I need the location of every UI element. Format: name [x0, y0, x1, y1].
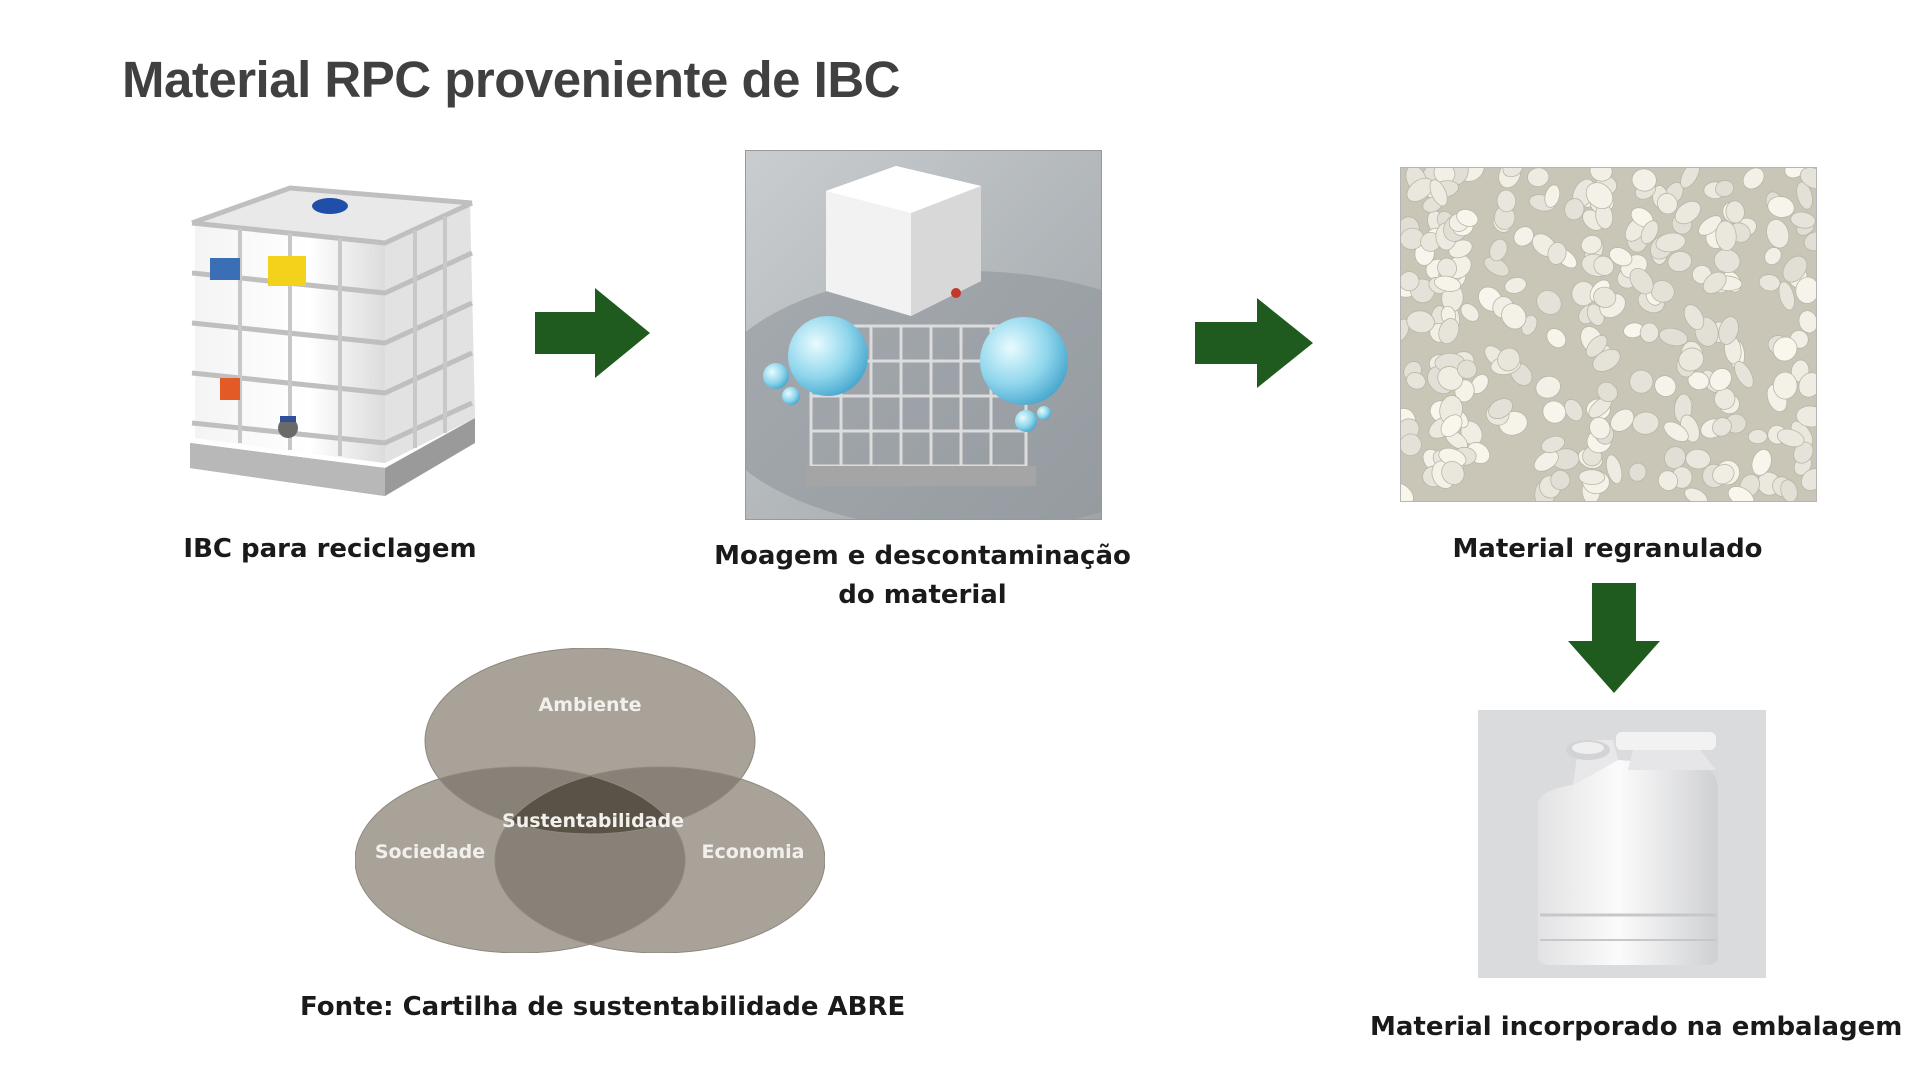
venn-label-left: Sociedade [375, 841, 485, 863]
step-caption-pellets: Material regranulado [1452, 534, 1763, 564]
venn-label-top: Ambiente [539, 694, 642, 716]
source-caption: Fonte: Cartilha de sustentabilidade ABRE [300, 992, 906, 1022]
arrow-right-icon [535, 288, 650, 378]
arrow-down-icon [1568, 583, 1660, 693]
caption-line: do material [838, 580, 1007, 610]
washing-process-icon [745, 150, 1102, 520]
step-caption-ibc: IBC para reciclagem [183, 534, 477, 564]
ibc-container-icon [180, 168, 480, 503]
arrow-right-icon [1195, 298, 1313, 388]
step-caption-washing: Moagem e descontaminação do material [700, 537, 1145, 615]
step-caption-packaging: Material incorporado na embalagem [1370, 1012, 1903, 1042]
page-title: Material RPC proveniente de IBC [122, 51, 901, 108]
sustainability-venn-diagram: Ambiente Sociedade Economia Sustentabili… [354, 647, 826, 954]
caption-line: Moagem e descontaminação [714, 541, 1131, 571]
venn-label-center: Sustentabilidade [502, 810, 684, 832]
plastic-pellets-icon [1400, 167, 1817, 502]
venn-label-right: Economia [701, 841, 804, 863]
plastic-jerrycan-icon [1478, 710, 1766, 978]
